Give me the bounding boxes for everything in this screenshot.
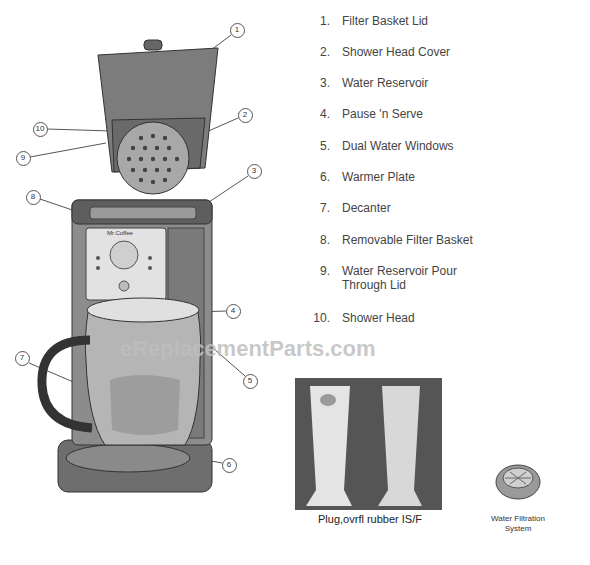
leader-line xyxy=(30,143,106,157)
callout-number: 1. xyxy=(300,14,330,28)
photo-background xyxy=(295,378,442,510)
panel-dot xyxy=(96,256,100,260)
callout-number: 9 xyxy=(21,154,25,162)
shower-head-cover xyxy=(117,122,189,194)
leader-line xyxy=(206,176,248,204)
callout-number: 10 xyxy=(36,125,45,133)
decanter-handle xyxy=(42,340,92,428)
callout-number: 5 xyxy=(248,377,252,385)
callout-number: 6. xyxy=(300,170,330,184)
callout-number: 1 xyxy=(235,26,239,34)
callout-number: 3 xyxy=(252,167,256,175)
panel-dot xyxy=(148,256,152,260)
control-panel xyxy=(86,228,166,300)
icon-caption: Water Filtration System xyxy=(486,514,550,533)
callout-circle: 5 xyxy=(243,374,258,389)
filtration-icon xyxy=(505,472,531,484)
panel-button xyxy=(119,281,129,291)
part-name: Water Reservoir Pour Through Lid xyxy=(342,264,492,293)
callout-number: 2. xyxy=(300,45,330,59)
rubber-plug xyxy=(378,386,422,506)
callout-circle: 9 xyxy=(16,151,31,166)
plug-mark xyxy=(320,394,336,406)
callout-circle: 2 xyxy=(238,108,253,123)
callout-circle: 10 xyxy=(33,122,48,137)
housing xyxy=(72,200,212,445)
callout-number: 6 xyxy=(227,461,231,469)
part-name: Shower Head Cover xyxy=(342,45,582,59)
callout-circle: 1 xyxy=(230,23,245,38)
part-name: Warmer Plate xyxy=(342,170,582,184)
callout-circle: 6 xyxy=(222,458,237,473)
decanter-lid xyxy=(87,298,199,322)
callout-circle: 8 xyxy=(26,190,41,205)
part-name: Shower Head xyxy=(342,311,582,325)
brand-name: Mr.Coffee xyxy=(95,230,145,237)
panel-dot xyxy=(148,266,152,270)
base xyxy=(58,440,212,492)
part-name: Filter Basket Lid xyxy=(342,14,582,28)
callout-circle: 7 xyxy=(15,351,30,366)
callout-number: 4. xyxy=(300,107,330,121)
callout-number: 7. xyxy=(300,201,330,215)
callout-circle: 3 xyxy=(247,164,262,179)
part-name: Water Reservoir xyxy=(342,76,582,90)
callout-number: 2 xyxy=(243,111,247,119)
callout-number: 3. xyxy=(300,76,330,90)
filtration-icon xyxy=(503,468,533,488)
leader-line xyxy=(47,129,112,131)
part-name: Pause 'n Serve xyxy=(342,107,582,121)
decanter xyxy=(85,312,200,445)
part-name: Dual Water Windows xyxy=(342,139,582,153)
filter-basket xyxy=(90,207,196,219)
callout-number: 8. xyxy=(300,233,330,247)
leader-lines xyxy=(29,35,248,463)
callout-number: 7 xyxy=(20,354,24,362)
shower-head-holes xyxy=(127,134,179,184)
warmer-plate xyxy=(66,444,190,472)
callout-number: 9. xyxy=(300,264,330,278)
photo-caption: Plug,ovrfl rubber IS/F xyxy=(290,513,450,526)
part-name: Removable Filter Basket xyxy=(342,233,582,247)
filtration-icon xyxy=(496,465,540,499)
coffee xyxy=(110,375,180,435)
callout-number: 8 xyxy=(31,193,35,201)
rubber-plug xyxy=(306,386,352,506)
reservoir-top xyxy=(72,200,212,224)
callout-number: 5. xyxy=(300,139,330,153)
callout-circle: 4 xyxy=(226,304,241,319)
callout-number: 4 xyxy=(231,307,235,315)
clock-display xyxy=(110,241,138,269)
lid-knob xyxy=(144,40,162,50)
watermark: eReplacementParts.com xyxy=(120,336,440,362)
panel-dot xyxy=(96,266,100,270)
part-name: Decanter xyxy=(342,201,582,215)
callout-number: 10. xyxy=(300,311,330,325)
